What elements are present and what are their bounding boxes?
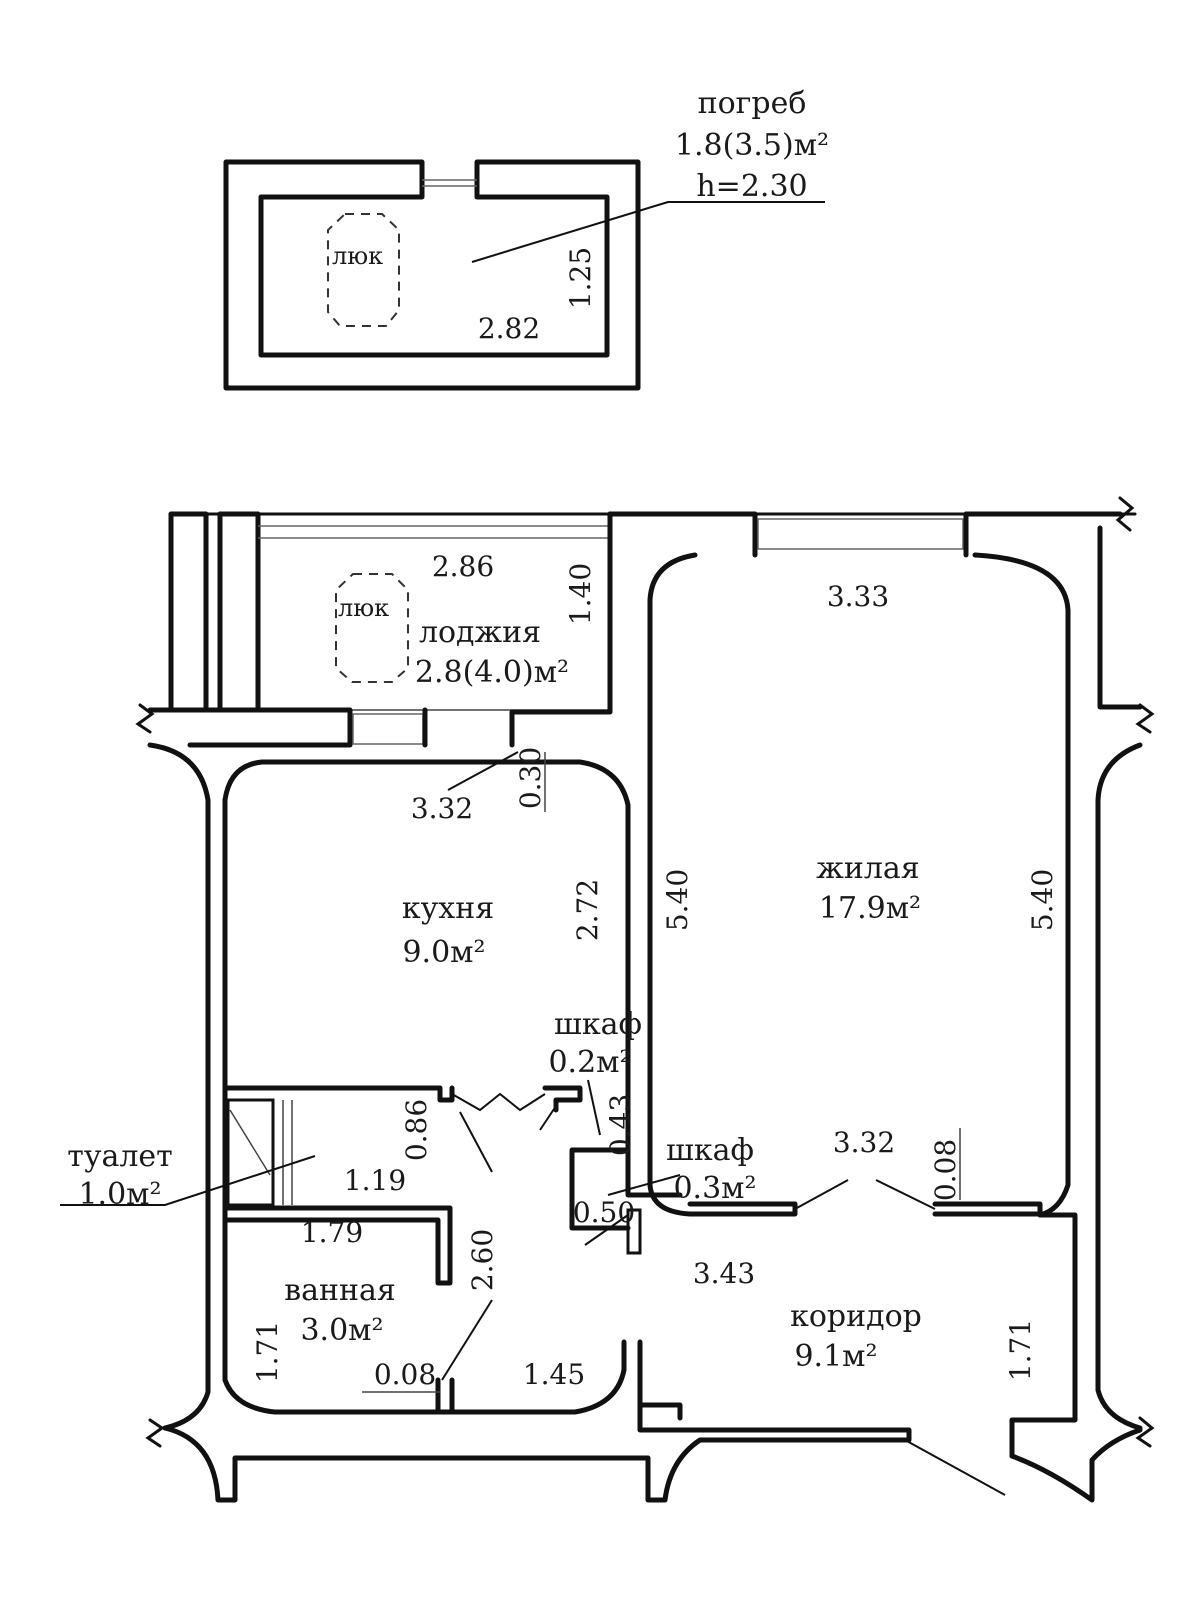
loggia-hatch-label: люк [338, 594, 389, 622]
living-dim-left: 5.40 [661, 869, 694, 931]
living-area: 17.9м² [819, 891, 921, 926]
cellar-dim-width: 1.25 [564, 247, 597, 309]
toilet-name: туалет [67, 1139, 173, 1174]
cellar-area: 1.8(3.5)м² [675, 128, 829, 163]
kitchen: 3.32 0.30 кухня 9.0м² 2.72 [402, 747, 604, 970]
cellar-hatch-outline [327, 213, 400, 327]
loggia-hatch-outline [335, 573, 409, 683]
bathroom-dim-top: 1.79 [301, 1216, 363, 1249]
kitchen-dim-door: 0.30 [514, 747, 547, 809]
corridor: 3.43 коридор 9.1м² 1.45 1.71 [523, 1257, 1037, 1391]
living-dim-wall: 0.08 [929, 1139, 962, 1201]
loggia-area: 2.8(4.0)м² [415, 655, 569, 690]
toilet-fixture [226, 1098, 275, 1207]
corridor-dim-right: 1.71 [1004, 1319, 1037, 1381]
cellar-inner-wall [258, 194, 610, 358]
kitchen-name: кухня [402, 891, 494, 926]
bathroom-dim-wall: 0.08 [374, 1358, 436, 1391]
loggia-parapet-left [168, 511, 209, 713]
bathroom-area: 3.0м² [300, 1313, 383, 1348]
toilet-dim-width: 0.86 [400, 1099, 433, 1161]
closet-1-area: 0.2м² [548, 1045, 631, 1080]
living-room: 3.33 5.40 жилая 17.9м² 5.40 3.32 0.08 [661, 580, 1059, 1201]
cellar-dim-length: 2.82 [478, 312, 540, 345]
loggia-name: лоджия [419, 615, 541, 650]
toilet-leader-line [60, 1155, 316, 1206]
apartment-walls [135, 496, 1155, 1503]
living-dim-top: 3.33 [827, 580, 889, 613]
closets: шкаф 0.2м² 0.43 шкаф 0.3м² 0.50 [548, 1007, 756, 1229]
cellar-hatch-label: люк [332, 242, 383, 270]
cellar-leader-line [471, 201, 825, 263]
corridor-area: 9.1м² [794, 1339, 877, 1374]
bathroom-name: ванная [284, 1273, 396, 1308]
bathroom-dim-right: 2.60 [466, 1229, 499, 1291]
toilet: туалет 1.0м² 1.19 0.86 [60, 1099, 433, 1212]
closet-1-name: шкаф [554, 1007, 642, 1042]
living-name: жилая [816, 851, 919, 886]
cellar-height: h=2.30 [696, 169, 807, 204]
closet-2-dim: 0.50 [573, 1196, 635, 1229]
closet-2-name: шкаф [666, 1133, 754, 1168]
loggia: 2.86 1.40 люк лоджия 2.8(4.0)м² [335, 550, 597, 690]
corridor-dim-bottom: 1.45 [523, 1358, 585, 1391]
corridor-dim-top: 3.43 [693, 1257, 755, 1290]
corridor-name: коридор [790, 1299, 922, 1334]
loggia-parapet-right [217, 511, 261, 713]
living-dim-right: 5.40 [1026, 869, 1059, 931]
cellar-plan: погреб 1.8(3.5)м² h=2.30 люк 2.82 1.25 [223, 86, 829, 391]
bathroom: 1.79 ванная 3.0м² 1.71 0.08 2.60 [251, 1216, 499, 1393]
loggia-dim-length: 2.86 [432, 550, 494, 583]
cellar-name: погреб [698, 86, 807, 121]
closet-1-dim: 0.43 [604, 1094, 637, 1156]
kitchen-area: 9.0м² [402, 935, 485, 970]
kitchen-dim-side: 2.72 [571, 879, 604, 941]
loggia-dim-width: 1.40 [564, 563, 597, 625]
toilet-dim-length: 1.19 [344, 1164, 406, 1197]
bathroom-dim-side: 1.71 [251, 1321, 284, 1383]
closet-2-area: 0.3м² [673, 1171, 756, 1206]
toilet-area: 1.0м² [78, 1177, 161, 1212]
kitchen-dim-top: 3.32 [411, 792, 473, 825]
living-dim-bottom: 3.32 [833, 1126, 895, 1159]
